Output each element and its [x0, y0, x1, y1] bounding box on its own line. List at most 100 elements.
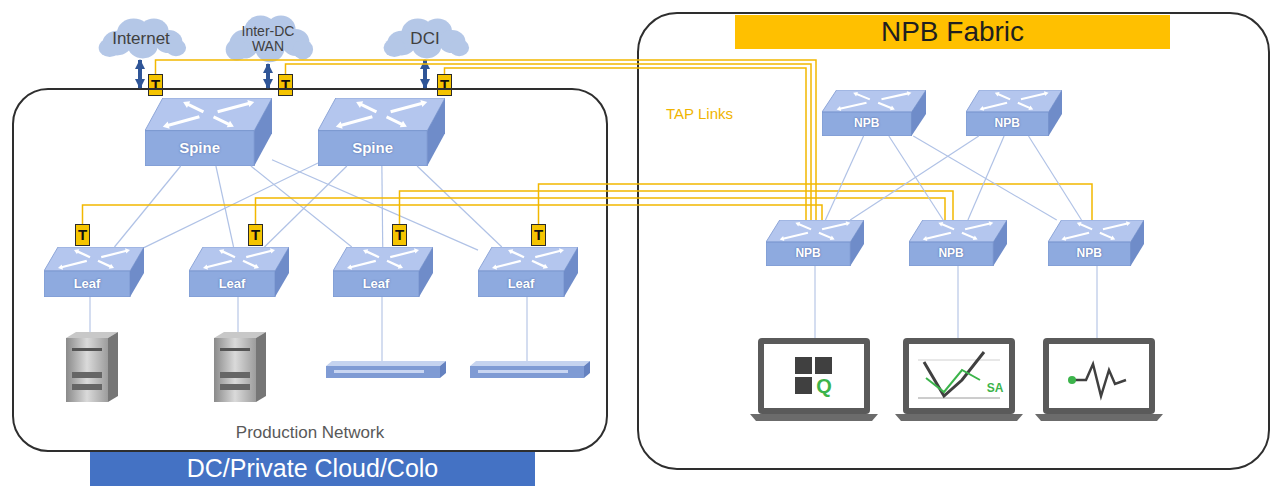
server-slot [72, 372, 102, 378]
switch-arrowhead [219, 249, 224, 254]
server-front [66, 338, 108, 402]
uplink-arrow [266, 64, 270, 88]
tap-box: T [278, 74, 293, 96]
switch-arrowhead [254, 264, 259, 269]
switch-node: Leaf [333, 247, 433, 297]
switch-arrowhead [1044, 91, 1049, 96]
switch-arrow [798, 224, 811, 229]
switch-arrow [360, 104, 376, 112]
tap-link [286, 64, 812, 220]
server-side [108, 332, 118, 402]
pulse-dot [1068, 376, 1076, 384]
switch-arrowhead [1061, 236, 1066, 241]
switch-arrowhead [907, 91, 912, 96]
switch-arrow [77, 251, 90, 257]
switch-arrow [822, 223, 847, 229]
switch-node: NPB [966, 90, 1062, 136]
tap-link [400, 191, 954, 224]
switch-arrowhead [1028, 105, 1033, 110]
switch-side [564, 247, 578, 297]
appliance-ports [478, 370, 568, 373]
switch-arrow [998, 94, 1010, 99]
switch-top [478, 247, 578, 271]
switch-side [911, 90, 926, 136]
cloud: Internet [95, 14, 187, 60]
link-caption: TAP Links [666, 104, 758, 124]
switch-arrowhead [247, 100, 254, 107]
switch-arrow [387, 261, 400, 267]
switch-arrowhead [989, 221, 994, 226]
switch-arrowhead [356, 101, 363, 108]
server-slot [72, 348, 102, 351]
switch-arrowhead [58, 264, 63, 269]
fabric-link [272, 160, 478, 250]
tap-box: T [531, 224, 546, 246]
laptop [750, 338, 878, 421]
switch-side [275, 247, 289, 297]
tool-square [815, 357, 832, 374]
switch-arrow [206, 261, 231, 267]
appliance-side [440, 361, 446, 378]
chart-grid [918, 398, 1000, 399]
uplink-arrow [423, 60, 427, 88]
fabric-link [850, 136, 979, 220]
switch-arrow [532, 261, 545, 267]
switch-front [318, 131, 427, 166]
tap-letter: T [393, 225, 406, 245]
tap-link [445, 68, 807, 220]
switch-arrowhead [414, 248, 419, 253]
switch-front [909, 242, 993, 266]
server-slot [220, 348, 250, 351]
switch-arrow [1103, 223, 1127, 229]
tap-letter: T [249, 225, 262, 245]
switch-node: NPB [1048, 220, 1144, 266]
switch-arrowhead [890, 106, 895, 111]
cloud-puff [293, 40, 313, 60]
chart-grid [918, 360, 1000, 361]
tool-square [795, 357, 812, 374]
switch-arrow [218, 103, 250, 112]
switch-label: NPB [1048, 242, 1131, 266]
server-slot [220, 384, 250, 390]
laptop-frame [758, 338, 870, 414]
switch-arrow [387, 117, 403, 125]
cloud-label: Internet [95, 16, 187, 62]
server-front [214, 338, 256, 402]
switch-top [145, 98, 272, 131]
switch-arrow [783, 233, 808, 239]
switch-arrow [187, 104, 203, 112]
switch-arrow [391, 103, 423, 112]
switch-arrowhead [508, 249, 513, 254]
switch-arrowhead [830, 236, 835, 241]
switch-label: NPB [766, 242, 850, 266]
appliance-ports [334, 370, 424, 373]
server-slot [72, 384, 102, 390]
switch-top [318, 98, 445, 131]
switch-arrowhead [163, 122, 170, 129]
appliance-side [584, 361, 590, 378]
fabric-link [114, 166, 180, 247]
tool-link [957, 266, 958, 338]
switch-arrow [1100, 233, 1112, 238]
switch-front [1048, 242, 1131, 266]
server-link [89, 297, 90, 334]
switch-arrowhead [846, 221, 851, 226]
pulse-line [1072, 364, 1126, 396]
tap-letter: T [279, 75, 292, 95]
cloud-label: Inter-DC WAN [222, 12, 314, 66]
switch-arrow [983, 103, 1007, 109]
switch-node: NPB [822, 90, 926, 136]
fabric-link [144, 163, 318, 248]
laptop-base [1035, 414, 1163, 421]
site-container: NPB FabricNPBNPBNPBNPBNPB [637, 12, 1270, 470]
switch-label: Leaf [478, 271, 564, 297]
switch-arrow [511, 251, 524, 257]
switch-side [419, 247, 433, 297]
switch-arrowhead [795, 222, 800, 227]
tap-box: T [437, 74, 452, 96]
switch-node: NPB [909, 220, 1007, 266]
switch-label: NPB [822, 112, 911, 136]
switch-arrow [840, 103, 867, 109]
tool-link [1096, 266, 1097, 338]
